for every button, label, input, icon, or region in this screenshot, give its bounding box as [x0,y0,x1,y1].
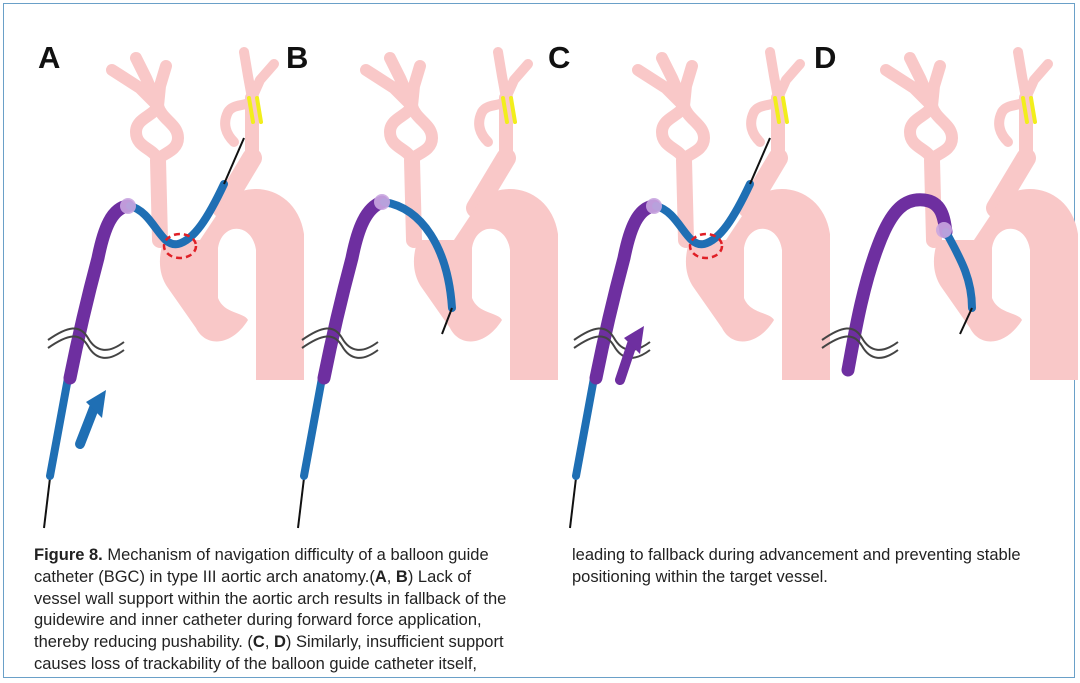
caption-ref-c: C [252,633,265,652]
panel-b-label: B [286,40,308,75]
caption-text-1: Mechanism of navigation difficulty of a … [34,546,489,586]
caption-text-3: ) Similarly, insufficient support causes… [34,546,1021,673]
caption-text-2: ) Lack of vessel wall support within the… [34,567,507,652]
panel-b-drawing [297,52,558,529]
figure-frame: A B C [3,3,1075,678]
panel-d-label: D [814,40,836,75]
panel-c-drawing [569,52,830,529]
caption-ref-b: B [395,567,408,586]
caption-sep-1: , [386,567,396,586]
caption-ref-a: A [374,567,387,586]
panel-a-label: A [38,40,60,75]
figure-label: Figure 8. [34,546,103,564]
panel-d-drawing [821,52,1078,380]
caption-sep-2: , [264,633,274,652]
figure-panels: A B C [38,40,1078,529]
panel-c-label: C [548,40,570,75]
panel-a-drawing [43,52,304,529]
figure-caption-left: Figure 8. Mechanism of navigation diffic… [34,545,1047,677]
caption-ref-d: D [274,633,286,652]
